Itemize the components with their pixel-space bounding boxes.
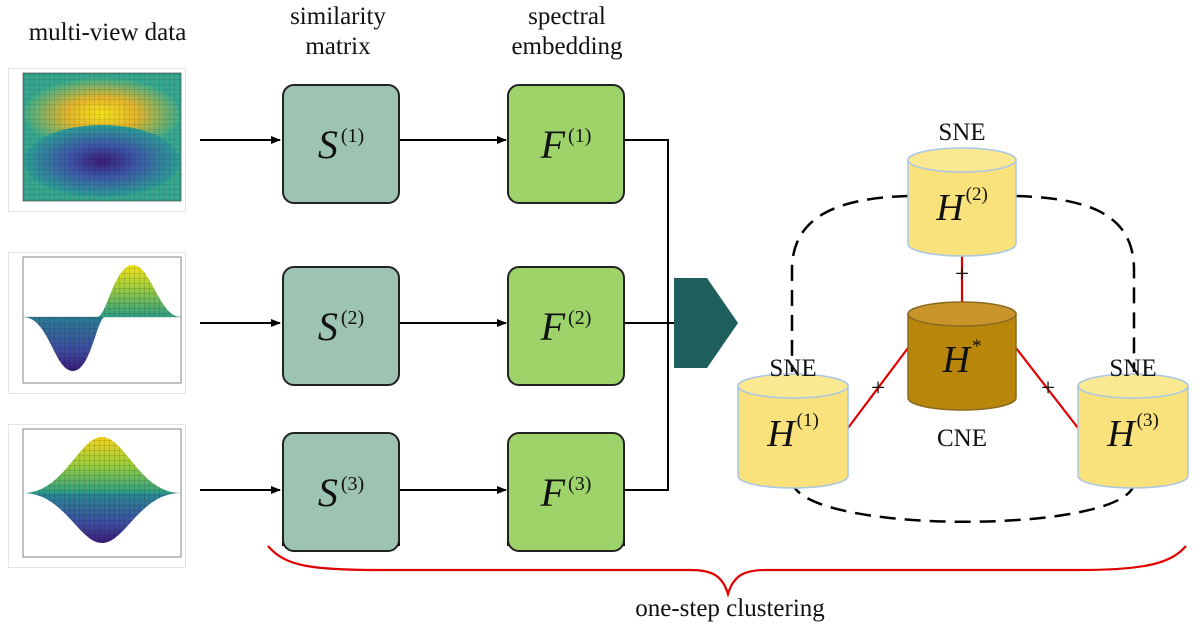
plus-sign-left: + [870, 375, 886, 402]
sne-cylinder-top [907, 147, 1017, 257]
merge-line-f1 [624, 139, 669, 323]
sne-cylinder-right [1077, 373, 1189, 489]
h3-symbol: H(3) [1107, 410, 1159, 455]
view-3-surface-plot [8, 424, 186, 568]
h-star-symbol: H* [942, 336, 982, 381]
similarity-node-3: S(3) [282, 432, 400, 552]
embedding-node-2: F(2) [507, 266, 625, 386]
similarity-matrix-header: similarity matrix [290, 3, 386, 60]
one-step-bracket [267, 545, 1187, 598]
red-edge-right-center [1015, 347, 1079, 429]
sne-tag-right: SNE [1109, 355, 1157, 382]
view-2-surface-plot [8, 252, 186, 394]
dashed-link-top-right [1015, 194, 1136, 372]
sne-tag-top: SNE [938, 119, 986, 146]
h1-symbol: H(1) [767, 410, 819, 455]
similarity-node-2: S(2) [282, 266, 400, 386]
merge-line-f3 [624, 323, 669, 491]
similarity-node-1: S(1) [282, 84, 400, 204]
dashed-link-bottom [790, 479, 1136, 523]
spectral-embedding-header: spectral embedding [511, 3, 623, 60]
one-step-clustering-label: one-step clustering [635, 595, 825, 622]
view-1-heatmap-plot [8, 68, 186, 212]
plus-sign-top: + [954, 261, 970, 288]
plus-sign-right: + [1040, 375, 1056, 402]
embedding-node-1: F(1) [507, 84, 625, 204]
cne-tag-center: CNE [937, 425, 987, 452]
dashed-link-top-left [790, 194, 909, 372]
sne-cylinder-left [737, 373, 849, 489]
cne-cylinder-center [907, 301, 1017, 411]
embedding-node-3: F(3) [507, 432, 625, 552]
fusion-arrow-icon [674, 278, 738, 368]
multi-view-data-header: multi-view data [28, 19, 187, 46]
sne-tag-left: SNE [769, 355, 817, 382]
red-edge-left-center [847, 347, 909, 429]
h2-symbol: H(2) [936, 184, 988, 229]
